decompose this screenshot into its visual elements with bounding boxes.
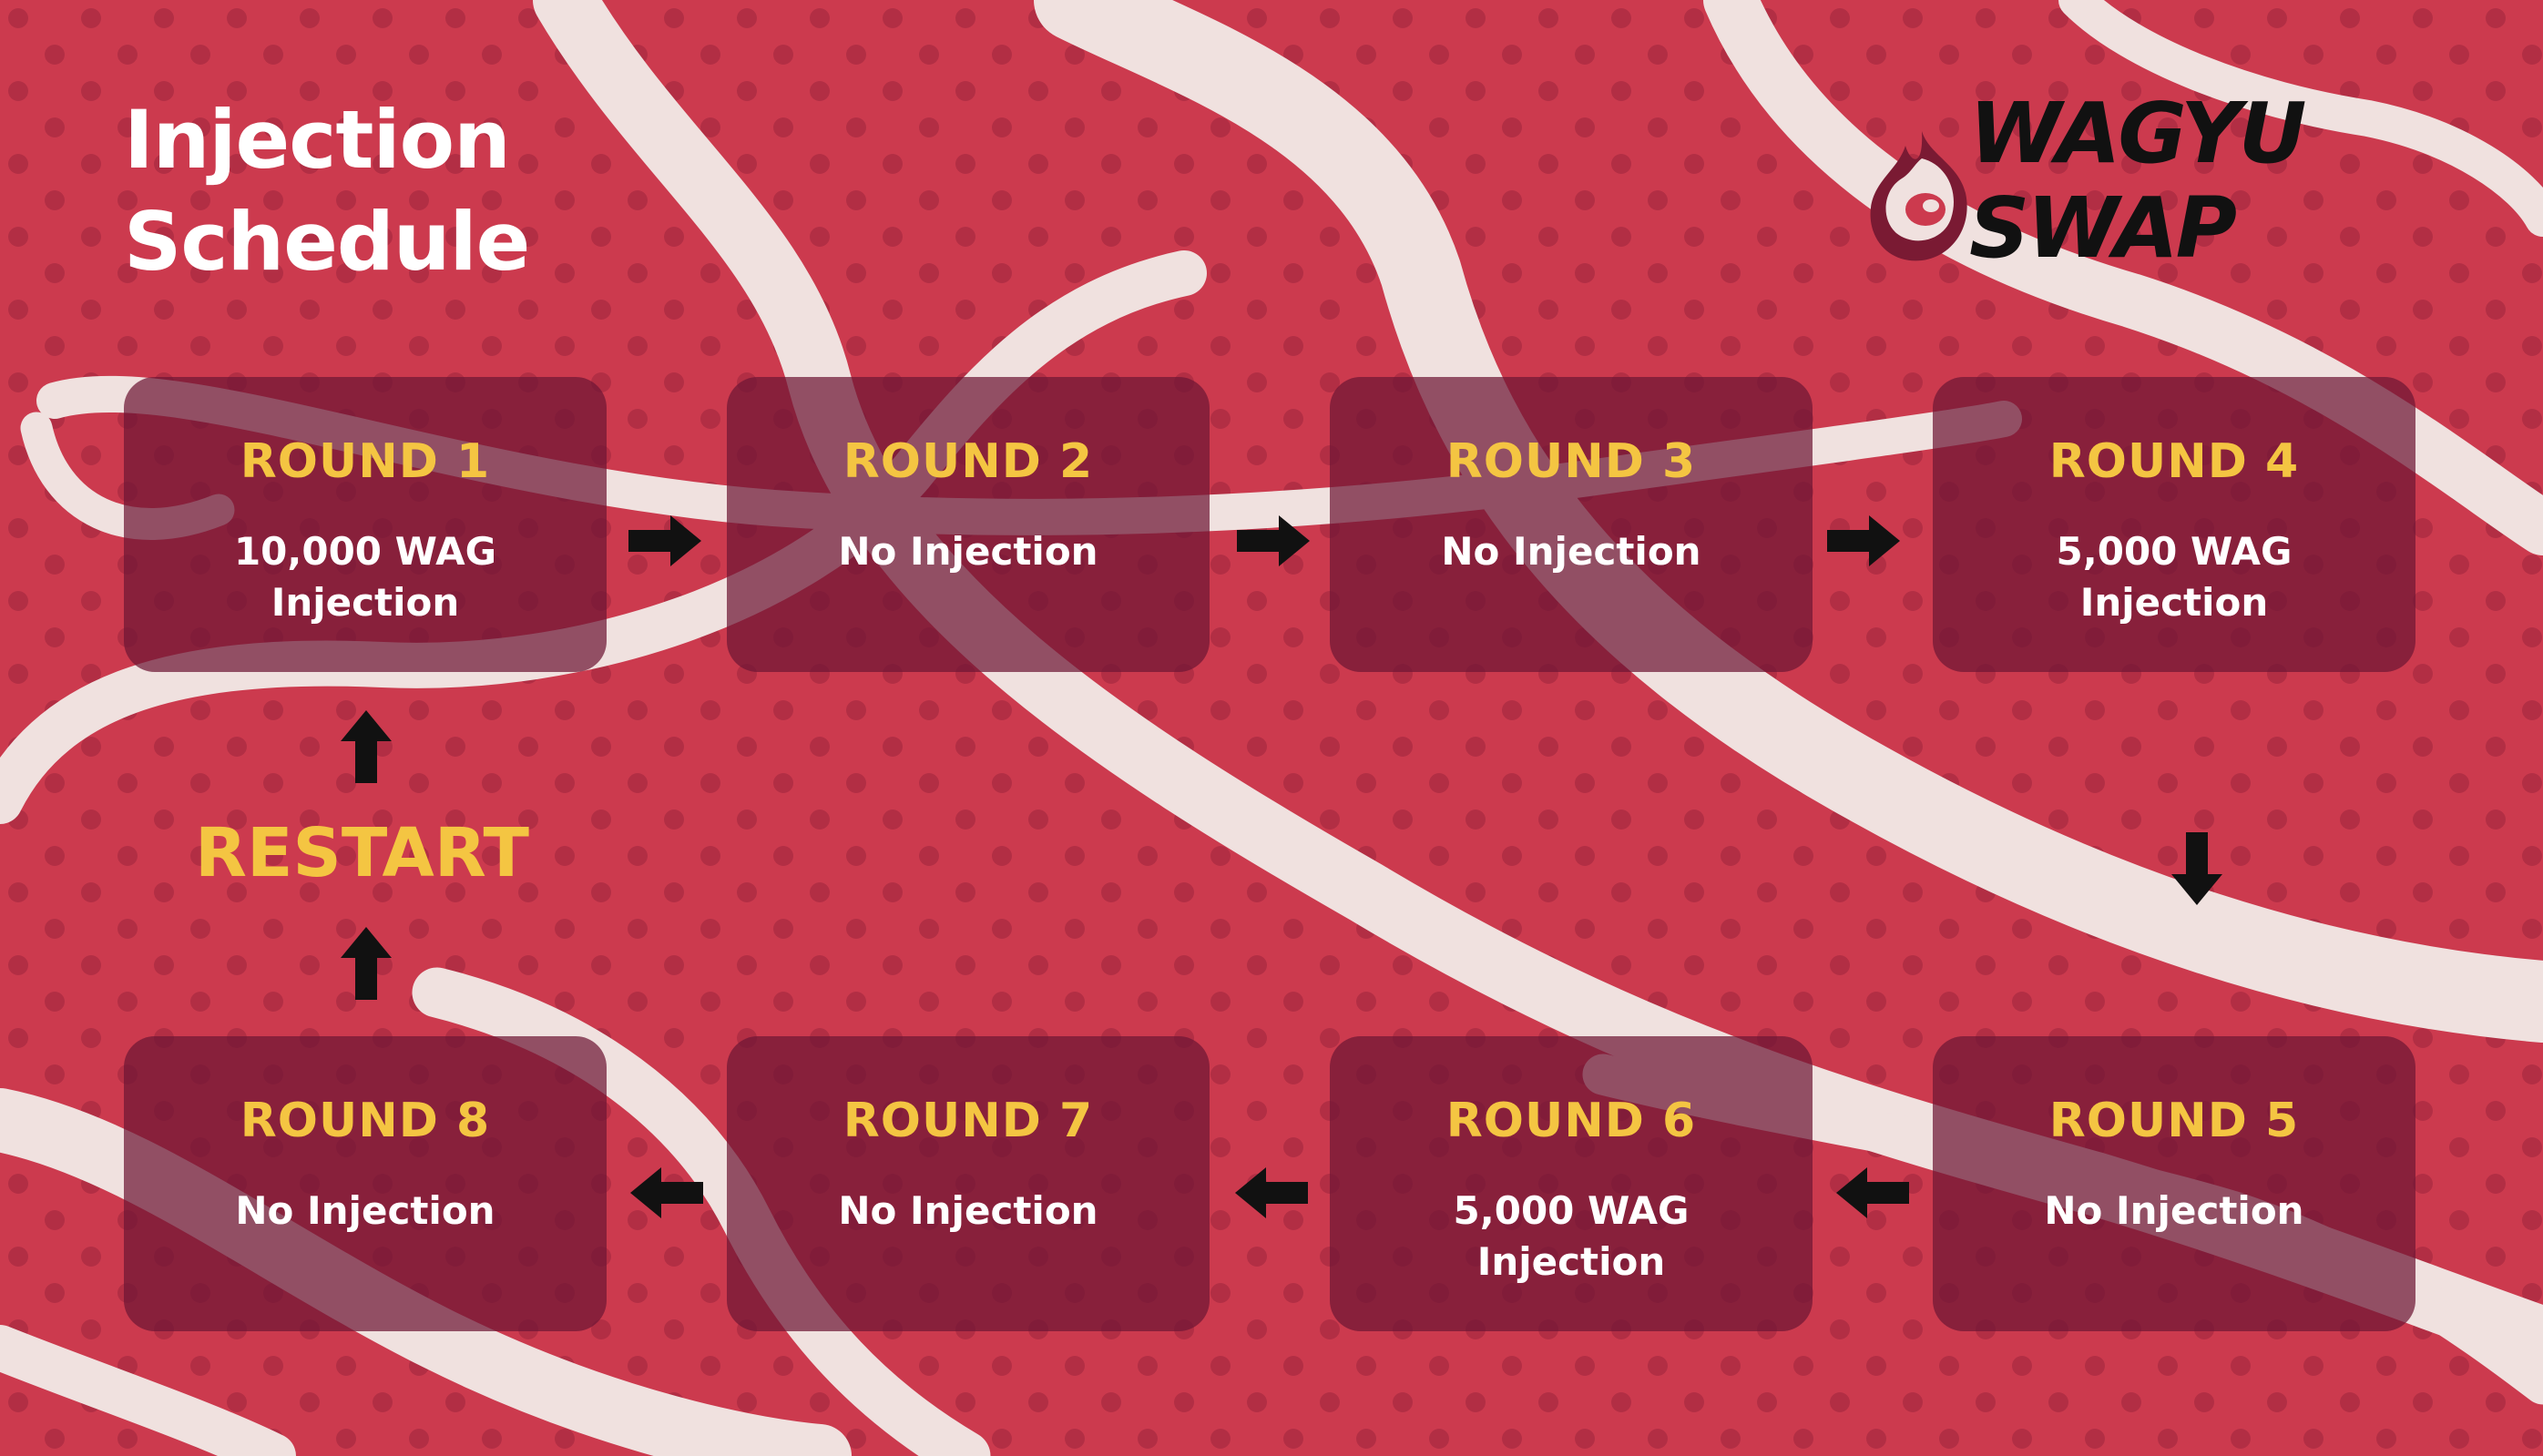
round-7-desc-line-1: No Injection [838,1188,1098,1233]
round-8-desc-line-1: No Injection [235,1188,495,1233]
arrow-right-icon [1237,515,1310,566]
round-5-description: No Injection [1960,1186,2388,1237]
round-5-desc-line-1: No Injection [2044,1188,2304,1233]
arrow-up-icon [341,710,392,783]
brand-line-1: WAGYU [1969,85,2307,182]
round-4-box: ROUND 4 5,000 WAG Injection [1933,377,2415,672]
title-line-1: Injection [124,93,511,187]
arrow-left-icon [1235,1167,1308,1218]
round-6-description: 5,000 WAG Injection [1357,1186,1785,1288]
round-3-label: ROUND 3 [1445,434,1697,489]
round-2-box: ROUND 2 No Injection [727,377,1210,672]
round-3-box: ROUND 3 No Injection [1330,377,1813,672]
round-1-box: ROUND 1 10,000 WAG Injection [124,377,607,672]
round-6-label: ROUND 6 [1445,1094,1697,1148]
round-2-description: No Injection [754,526,1182,577]
round-2-desc-line-1: No Injection [838,529,1098,574]
round-1-description: 10,000 WAG Injection [151,526,579,628]
round-3-description: No Injection [1357,526,1785,577]
arrow-right-icon [1827,515,1900,566]
arrow-down-icon [2171,832,2222,905]
round-3-desc-line-1: No Injection [1441,529,1701,574]
flame-steak-icon [1870,131,1967,261]
round-7-box: ROUND 7 No Injection [727,1036,1210,1331]
round-7-label: ROUND 7 [843,1094,1094,1148]
title-line-2: Schedule [124,195,530,289]
brand-line-2: SWAP [1969,179,2237,277]
round-1-desc-line-1: 10,000 WAG [233,529,497,574]
round-1-desc-line-2: Injection [271,580,460,625]
round-8-description: No Injection [151,1186,579,1237]
round-1-label: ROUND 1 [240,434,491,489]
round-7-description: No Injection [754,1186,1182,1237]
round-4-desc-line-1: 5,000 WAG [2056,529,2293,574]
round-6-desc-line-2: Injection [1476,1239,1666,1284]
arrow-right-icon [628,515,701,566]
round-8-label: ROUND 8 [240,1094,491,1148]
round-4-label: ROUND 4 [2048,434,2300,489]
round-4-desc-line-2: Injection [2079,580,2269,625]
restart-label: RESTART [195,814,529,892]
round-6-desc-line-1: 5,000 WAG [1453,1188,1690,1233]
wagyu-swap-logo: WAGYU SWAP [1858,87,2368,276]
round-2-label: ROUND 2 [843,434,1094,489]
arrow-up-icon [341,927,392,1000]
arrow-left-icon [630,1167,703,1218]
page-title: Injection Schedule [124,89,530,293]
arrow-left-icon [1836,1167,1909,1218]
round-5-label: ROUND 5 [2048,1094,2300,1148]
round-5-box: ROUND 5 No Injection [1933,1036,2415,1331]
round-8-box: ROUND 8 No Injection [124,1036,607,1331]
round-4-description: 5,000 WAG Injection [1960,526,2388,628]
brand-wordmark: WAGYU SWAP [1969,85,2307,277]
round-6-box: ROUND 6 5,000 WAG Injection [1330,1036,1813,1331]
